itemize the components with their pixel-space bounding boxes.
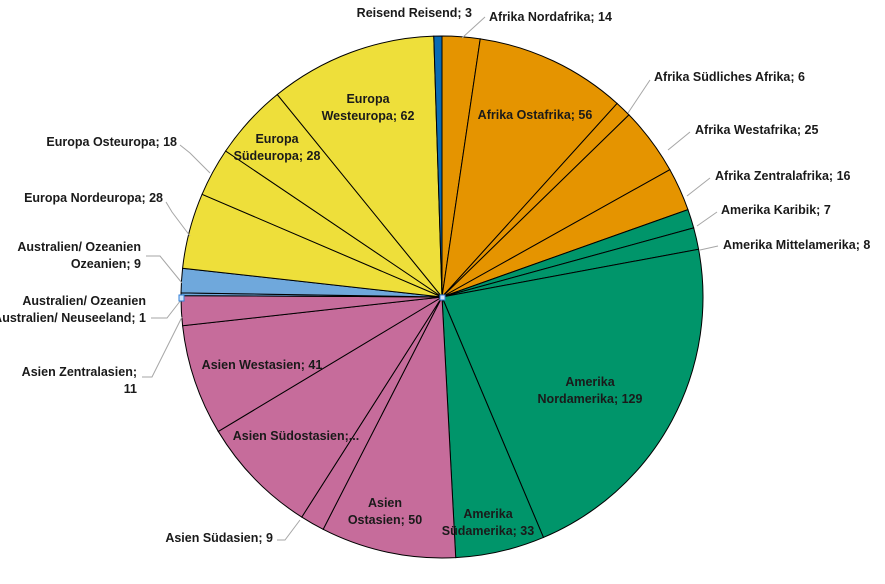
leader-line-australien-neuseeland (151, 299, 182, 319)
data-label-line: Afrika Nordafrika; 14 (489, 10, 612, 24)
leader-lines (142, 16, 719, 541)
data-label-zentralasien: Asien Zentralasien; 11 (22, 365, 137, 396)
data-label-line: Afrika Südliches Afrika; 6 (654, 70, 805, 84)
data-label-westafrika: Afrika Westafrika; 25 (695, 123, 818, 137)
data-label-line: Amerika (565, 375, 615, 389)
selection-handle[interactable] (178, 294, 185, 302)
data-label-nordeuropa: Europa Nordeuropa; 28 (24, 191, 163, 205)
data-label-line: Amerika Karibik; 7 (721, 203, 831, 217)
data-label-südostasien: Asien Südostasien;... (233, 429, 359, 443)
data-label-line: Südamerika; 33 (442, 524, 534, 538)
data-label-line: Amerika (463, 507, 513, 521)
data-label-line: Europa Osteuropa; 18 (46, 135, 177, 149)
data-label-südliches-afrika: Afrika Südliches Afrika; 6 (654, 70, 805, 84)
data-labels: Afrika Nordafrika; 14 Afrika Ostafrika; 5… (0, 6, 870, 545)
data-label-line: Europa Nordeuropa; 28 (24, 191, 163, 205)
data-label-line: Ozeanien; 9 (71, 257, 141, 271)
data-label-line: Reisend Reisend; 3 (357, 6, 472, 20)
data-label-line: Nordamerika; 129 (538, 392, 643, 406)
data-label-zentralafrika: Afrika Zentralafrika; 16 (715, 169, 851, 183)
data-label-line: 11 (124, 382, 137, 396)
selection-handles (178, 294, 446, 302)
pie-slices (180, 35, 704, 559)
data-label-reisend: Reisend Reisend; 3 (357, 6, 472, 20)
data-label-westasien: Asien Westasien; 41 (202, 358, 323, 372)
pie-slice-reisend[interactable] (433, 35, 443, 298)
data-label-line: Asien Zentralasien; (22, 365, 137, 379)
leader-line-mittelamerika (699, 245, 719, 251)
data-label-line: Amerika Mittelamerika; 8 (723, 238, 870, 252)
data-label-line: Australien/ Ozeanien (17, 240, 141, 254)
data-label-line: Afrika Zentralafrika; 16 (715, 169, 851, 183)
pie-slice-ostafrika[interactable] (441, 38, 618, 299)
data-label-line: Asien Südostasien;... (233, 429, 359, 443)
data-label-karibik: Amerika Karibik; 7 (721, 203, 831, 217)
data-label-südasien: Asien Südasien; 9 (165, 531, 273, 545)
data-label-line: Asien Westasien; 41 (202, 358, 323, 372)
selection-handle[interactable] (439, 294, 446, 301)
leader-line-nordeuropa (165, 201, 191, 237)
data-label-line: Asien (368, 496, 402, 510)
leader-line-osteuropa (179, 144, 211, 174)
leader-line-karibik (696, 211, 718, 227)
leader-line-zentralasien (142, 316, 183, 378)
data-label-line: Australien/ Ozeanien (22, 294, 146, 308)
data-label-line: Asien Südasien; 9 (165, 531, 273, 545)
data-label-line: Europa (255, 132, 299, 146)
leader-line-ozeanien (146, 255, 183, 284)
data-label-osteuropa: Europa Osteuropa; 18 (46, 135, 177, 149)
data-label-line: Westeuropa; 62 (322, 109, 415, 123)
data-label-line: Afrika Ostafrika; 56 (478, 108, 593, 122)
pie-slice-westasien[interactable] (182, 296, 443, 433)
data-label-line: Europa (346, 92, 390, 106)
data-label-line: Ostasien; 50 (348, 513, 422, 527)
leader-line-südasien (277, 519, 301, 541)
data-label-line: Australien/ Neuseeland; 1 (0, 311, 146, 325)
pie-slice-ostasien[interactable] (322, 295, 457, 559)
leader-line-zentralafrika (686, 177, 711, 197)
leader-line-südliches-afrika (627, 79, 651, 114)
data-label-line: Südeuropa; 28 (234, 149, 321, 163)
leader-line-westafrika (667, 131, 691, 151)
pie-slice-südostasien[interactable] (217, 296, 443, 518)
pie-slice-nordamerika[interactable] (441, 248, 704, 539)
data-label-ostafrika: Afrika Ostafrika; 56 (478, 108, 593, 122)
leader-line-nordafrika (461, 16, 486, 39)
pie-slice-westeuropa[interactable] (276, 35, 443, 299)
data-label-line: Afrika Westafrika; 25 (695, 123, 818, 137)
data-label-nordafrika: Afrika Nordafrika; 14 (489, 10, 612, 24)
data-label-mittelamerika: Amerika Mittelamerika; 8 (723, 238, 870, 252)
